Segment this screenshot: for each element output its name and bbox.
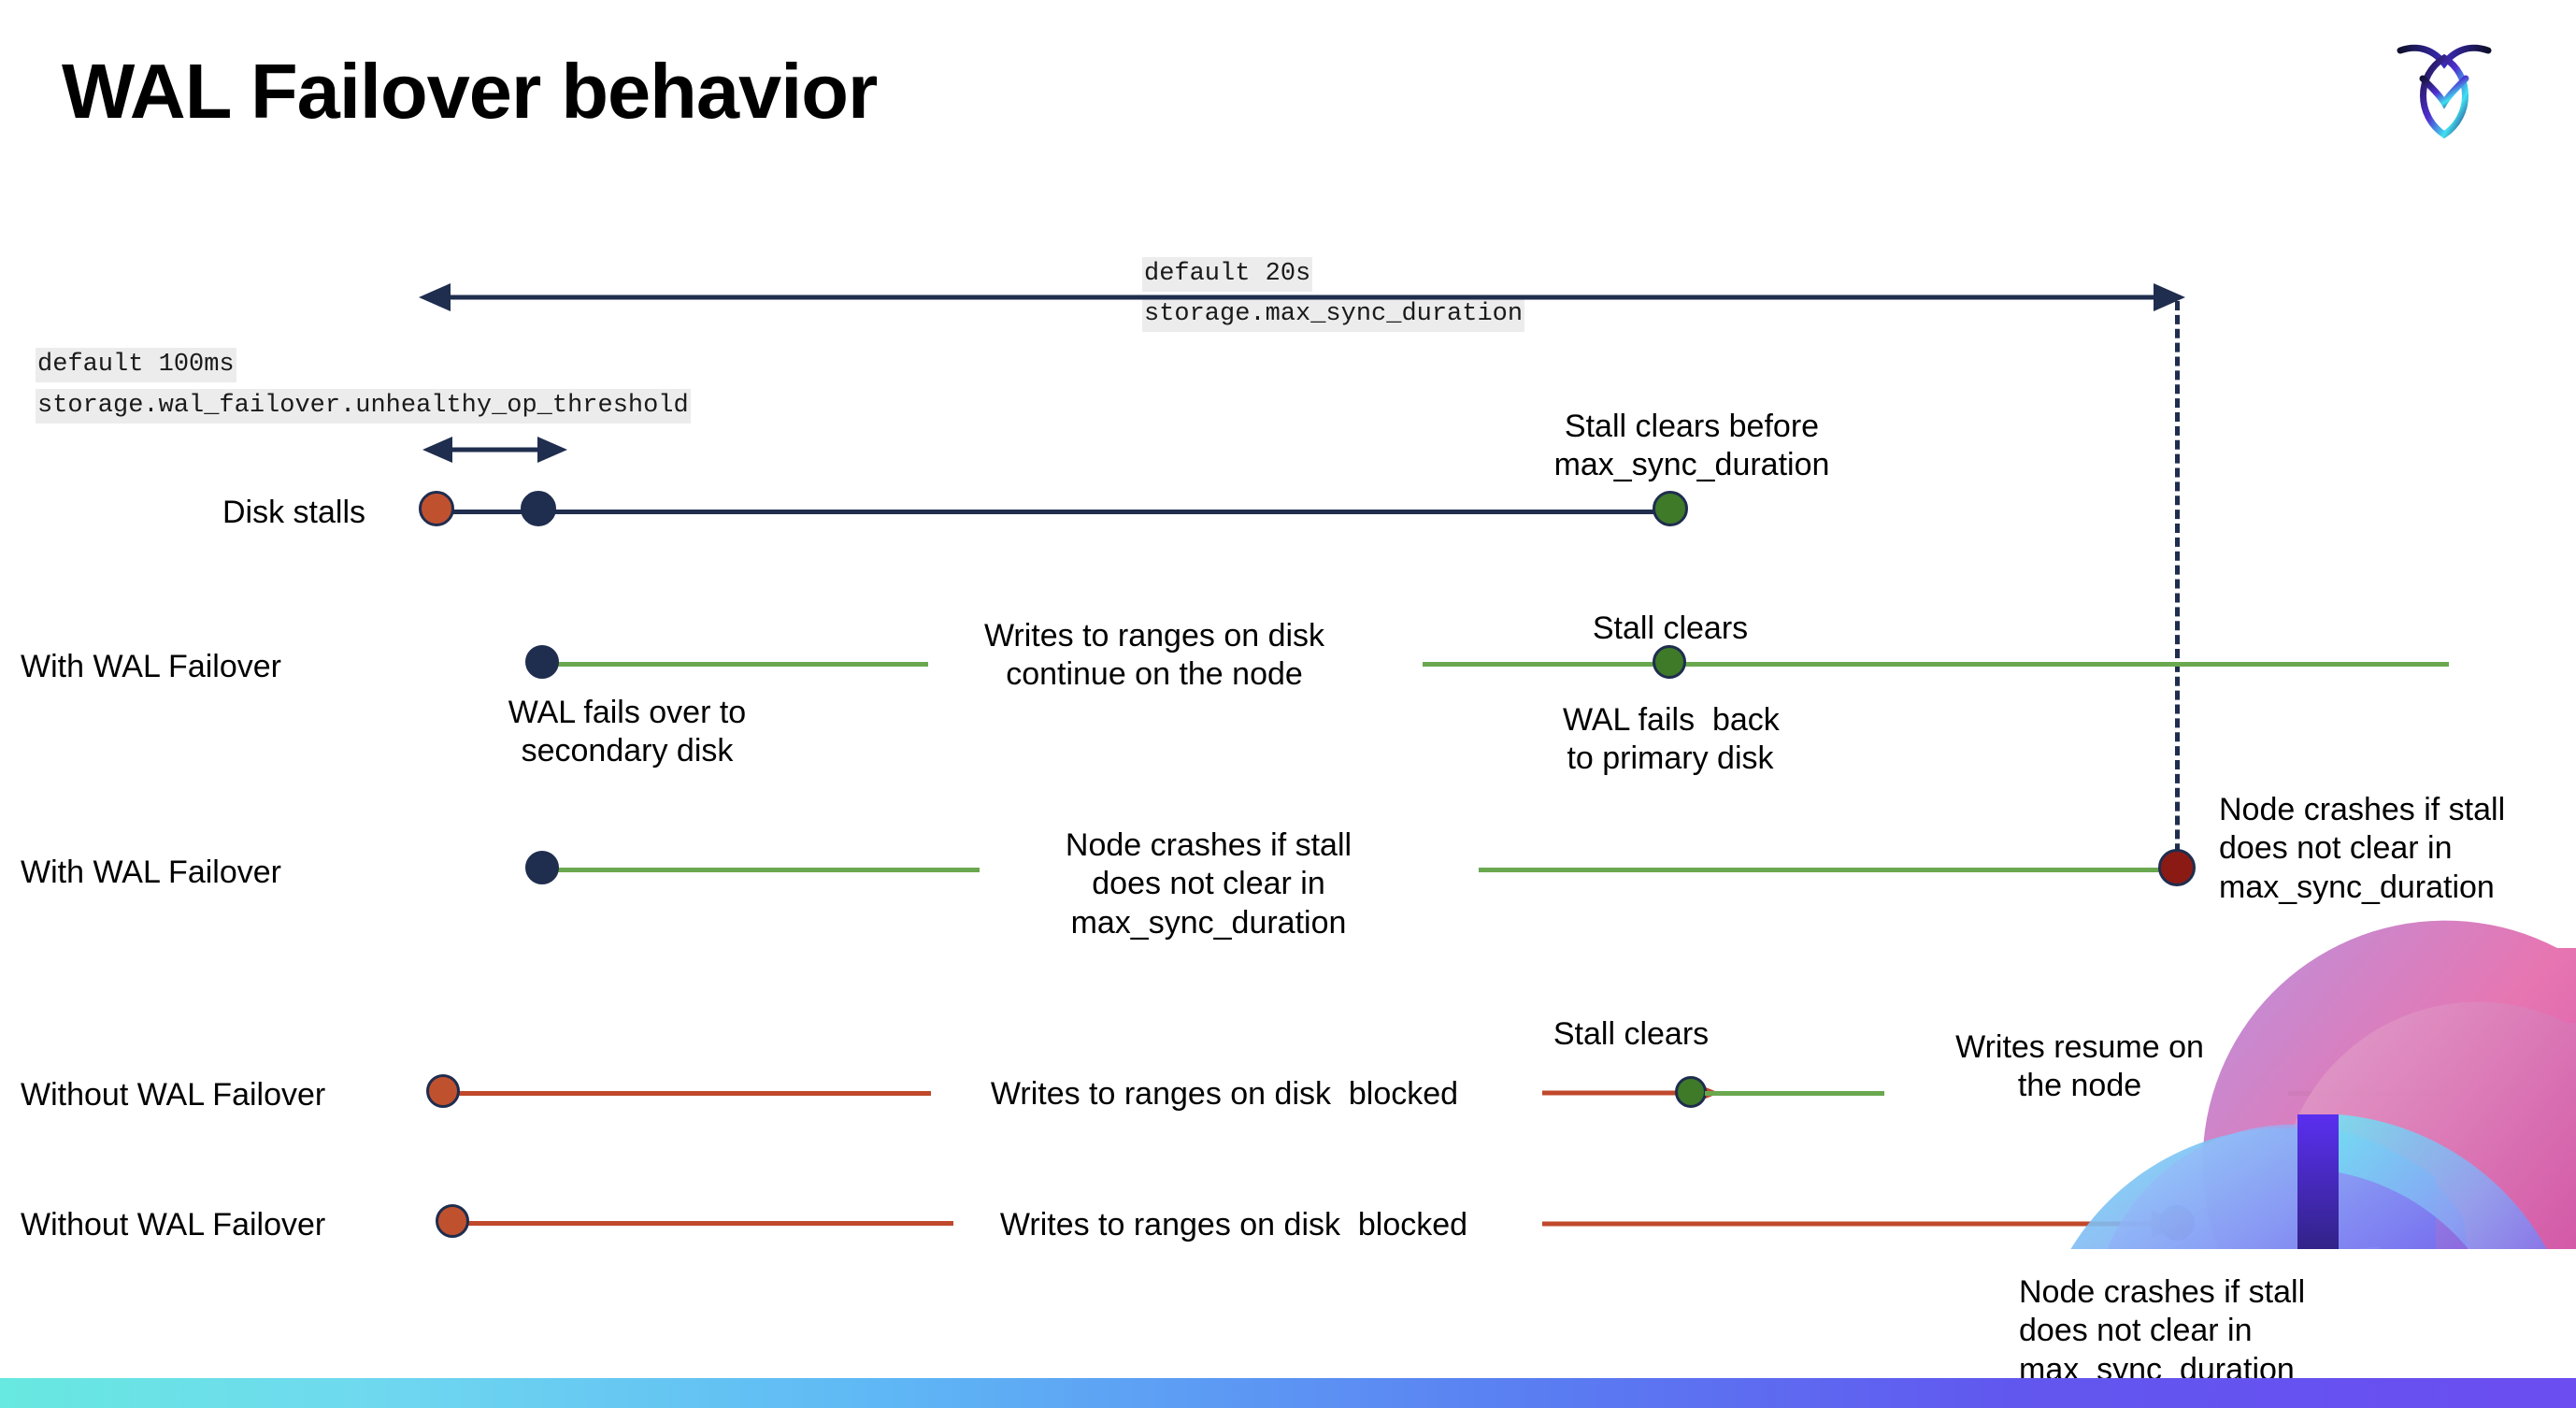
note-writes-continue-row3: Node crashes if stall does not clear in …	[1065, 827, 1352, 941]
wal-failover-start-dot-row2	[525, 645, 559, 679]
disk-stall-start-dot-row5	[436, 1204, 469, 1238]
disk-stall-start-dot-row4	[426, 1074, 460, 1108]
stall-clears-dot-row2	[1653, 645, 1686, 679]
with-wal-failover-1-segment-b	[1423, 662, 2449, 667]
row-label-without-wal-failover-1: Without WAL Failover	[21, 1077, 326, 1113]
bottom-gradient-bar	[0, 1378, 2576, 1408]
with-wal-failover-2-segment-b	[1479, 868, 2180, 872]
unhealthy-op-threshold-arrow	[422, 434, 567, 466]
logo-icon	[2397, 44, 2492, 139]
note-wal-fails-back: WAL fails back to primary disk	[1563, 702, 1780, 777]
with-wal-failover-2-segment-a	[540, 868, 980, 872]
note-writes-blocked-row4: Writes to ranges on disk blocked	[990, 1076, 1459, 1112]
node-crash-dot-row3	[2158, 849, 2196, 886]
unhealthy-op-setting-label: storage.wal_failover.unhealthy_op_thresh…	[36, 389, 691, 424]
note-writes-resume: Writes resume on the node	[1955, 1029, 2204, 1104]
dashed-guide-line	[2175, 301, 2180, 881]
without-wal-failover-2-blocked-segment-a	[460, 1221, 953, 1226]
max-sync-default-label: default 20s	[1142, 257, 1313, 293]
stall-clears-dot-row1	[1653, 491, 1688, 526]
unhealthy-op-default-label: default 100ms	[36, 348, 236, 383]
note-backdrop-panel	[1989, 1249, 2576, 1382]
without-wal-failover-1-blocked-segment-a	[449, 1091, 931, 1096]
wal-failover-start-dot-row3	[525, 851, 559, 884]
row-label-with-wal-failover-2: With WAL Failover	[21, 855, 281, 890]
with-wal-failover-1-segment-a	[540, 662, 928, 667]
without-wal-failover-1-resume-segment-b	[2288, 1091, 2449, 1096]
wal-failover-trigger-dot	[521, 491, 556, 526]
stall-clears-dot-row4	[1675, 1076, 1707, 1108]
max-sync-setting-label: storage.max_sync_duration	[1142, 297, 1525, 333]
row-label-with-wal-failover-1: With WAL Failover	[21, 649, 281, 684]
row-label-disk-stalls: Disk stalls	[222, 495, 366, 530]
max-sync-duration-arrow	[419, 277, 2185, 311]
disk-stalls-timeline	[439, 510, 1673, 514]
cockroachdb-logo	[2393, 30, 2496, 142]
note-stall-clears-row4: Stall clears	[1553, 1016, 1710, 1052]
disk-stall-start-dot	[419, 491, 454, 526]
note-writes-blocked-row5: Writes to ranges on disk blocked	[999, 1207, 1468, 1243]
node-crash-dot-row5	[2159, 1205, 2195, 1241]
note-stall-clears-before: Stall clears before max_sync_duration	[1553, 409, 1830, 483]
note-stall-clears-row2: Stall clears	[1592, 611, 1749, 646]
page-title: WAL Failover behavior	[62, 48, 878, 135]
note-node-crashes-row5: Node crashes if stall does not clear in …	[2019, 1274, 2306, 1387]
without-wal-failover-1-resume-segment-a	[1705, 1091, 1884, 1096]
without-wal-failover-2-blocked-arrow	[1542, 1208, 2187, 1240]
note-wal-fails-over: WAL fails over to secondary disk	[508, 695, 747, 769]
note-node-crashes-row3: Node crashes if stall does not clear in …	[2219, 792, 2506, 905]
note-writes-continue-row2: Writes to ranges on disk continue on the…	[983, 618, 1325, 693]
row-label-without-wal-failover-2: Without WAL Failover	[21, 1207, 326, 1243]
